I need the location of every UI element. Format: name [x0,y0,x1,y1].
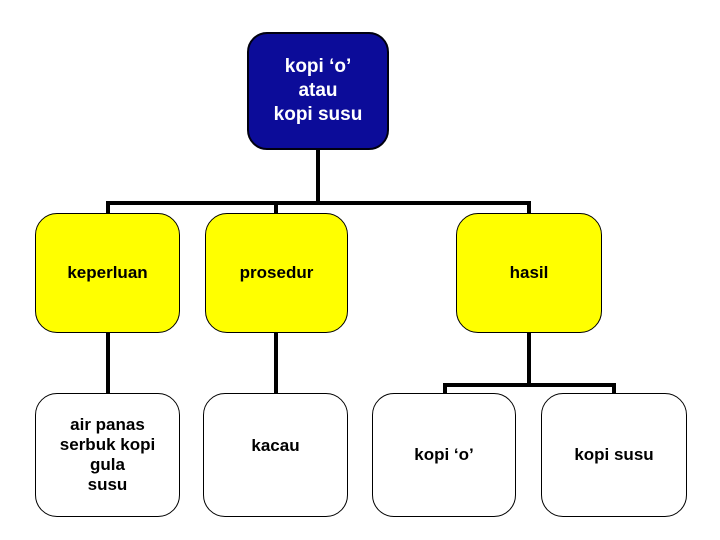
connector-drop-kopi-o [443,383,447,394]
node-air-panas-label: air panas serbuk kopi gula susu [59,414,156,495]
node-prosedur-label: prosedur [239,262,314,282]
node-hasil-label: hasil [509,262,549,282]
node-prosedur: prosedur [205,213,348,333]
node-keperluan: keperluan [35,213,180,333]
node-kopi-o-label: kopi ‘o’ [414,444,474,464]
connector-drop-hasil [527,201,531,215]
node-kopi-susu: kopi susu [541,393,687,517]
connector-keperluan-stem [106,332,110,394]
node-kacau-label: kacau [251,435,300,455]
node-hasil: hasil [456,213,602,333]
node-air-panas: air panas serbuk kopi gula susu [35,393,180,517]
connector-root-stem [316,148,320,203]
connector-drop-keperluan [106,201,110,215]
connector-drop-kopi-susu [612,383,616,394]
node-keperluan-label: keperluan [67,262,148,282]
node-root-label: kopi ‘o’ atau kopi susu [273,56,363,125]
connector-hasil-stem [527,332,531,385]
connector-drop-prosedur [274,201,278,215]
connector-main-horizontal [106,201,531,205]
connector-prosedur-stem [274,332,278,394]
node-root: kopi ‘o’ atau kopi susu [247,32,389,150]
node-kopi-susu-label: kopi susu [574,444,654,464]
node-kopi-o: kopi ‘o’ [372,393,516,517]
node-kacau: kacau [203,393,348,517]
connector-sub-horizontal [443,383,616,387]
